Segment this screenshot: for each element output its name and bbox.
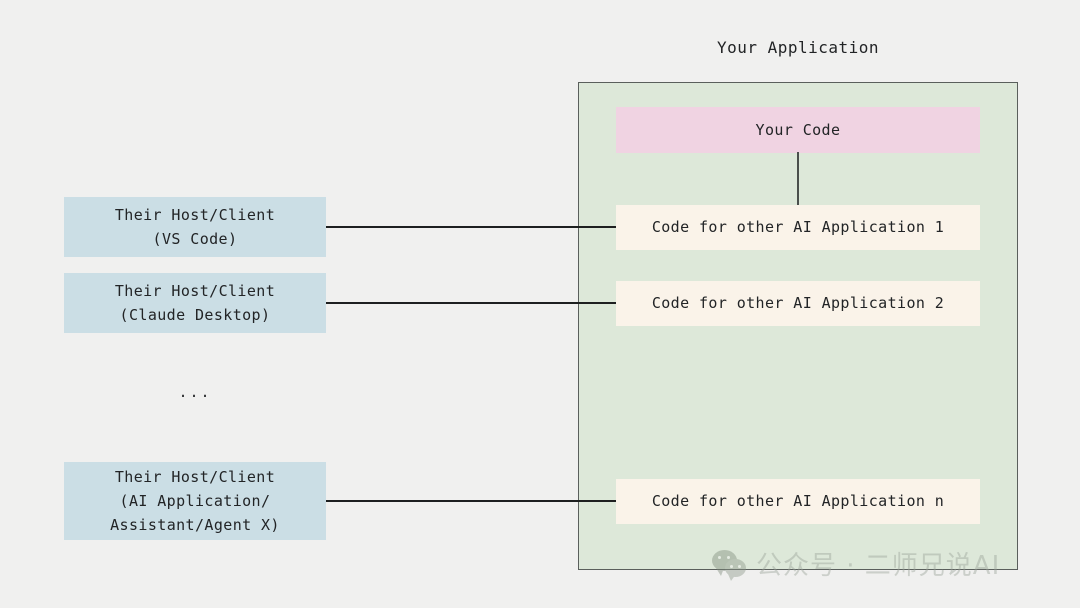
- connector-line-1: [326, 226, 616, 228]
- host-client-box-vs-code: Their Host/Client (VS Code): [64, 197, 326, 257]
- connector-line-2: [326, 302, 616, 304]
- connector-line-3: [326, 500, 616, 502]
- ellipsis-indicator: ...: [178, 383, 212, 401]
- ai-application-code-box-2: Code for other AI Application 2: [616, 281, 980, 326]
- page-title: Your Application: [716, 38, 880, 57]
- host-client-box-agent-x: Their Host/Client (AI Application/ Assis…: [64, 462, 326, 540]
- ai-application-code-box-n: Code for other AI Application n: [616, 479, 980, 524]
- host-client-box-claude-desktop: Their Host/Client (Claude Desktop): [64, 273, 326, 333]
- ai-application-code-box-1: Code for other AI Application 1: [616, 205, 980, 250]
- your-code-box: Your Code: [616, 107, 980, 153]
- vertical-connector: [797, 152, 799, 205]
